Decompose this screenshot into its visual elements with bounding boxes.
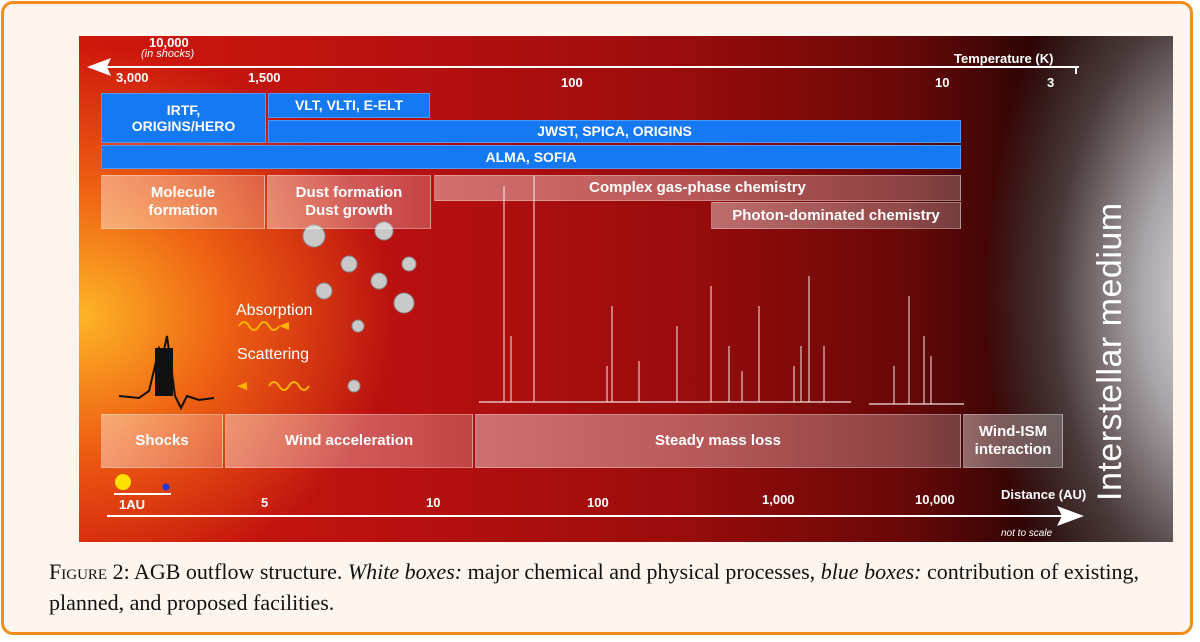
temperature-tick-1500: 1,500 xyxy=(248,70,281,85)
distance-axis-title: Distance (AU) xyxy=(1001,487,1087,502)
interstellar-medium-label: Interstellar medium xyxy=(1091,202,1129,501)
temperature-top-label: 10,000 xyxy=(149,36,189,50)
scattering-label: Scattering xyxy=(237,346,310,363)
caption-italic-1: White boxes: xyxy=(347,559,463,584)
figure-caption: Figure 2: AGB outflow structure. White b… xyxy=(49,556,1159,618)
process-wind-ism-interaction: Wind-ISM interaction xyxy=(963,414,1063,468)
spectrum-lines xyxy=(503,176,932,404)
facility-alma-sofia: ALMA, SOFIA xyxy=(101,145,961,169)
distance-tick-1000: 1,000 xyxy=(762,492,795,507)
process-wind-acceleration: Wind acceleration xyxy=(225,414,473,468)
facility-jwst-spica-origins: JWST, SPICA, ORIGINS xyxy=(268,120,961,143)
process-steady-mass-loss: Steady mass loss xyxy=(475,414,961,468)
agb-outflow-figure: 10,000 (in shocks) Temperature (K) 3,000… xyxy=(79,36,1173,542)
ism-glow xyxy=(963,36,1173,542)
temperature-top-sublabel: (in shocks) xyxy=(141,48,195,60)
scattering-wave xyxy=(268,381,310,391)
facility-vlt: VLT, VLTI, E-ELT xyxy=(268,93,430,118)
caption-text-2: major chemical and physical processes, xyxy=(462,559,821,584)
process-dust-formation-growth: Dust formation Dust growth xyxy=(267,175,431,229)
distance-tick-100: 100 xyxy=(587,495,609,510)
distance-arrow-head xyxy=(1057,506,1084,526)
scattering-arrow xyxy=(237,382,247,390)
distance-tick-10: 10 xyxy=(426,495,441,510)
caption-label: Figure 2: xyxy=(49,559,130,584)
distance-scale-label: 1AU xyxy=(119,497,146,512)
facility-irtf-origins-hero: IRTF, ORIGINS/HERO xyxy=(101,93,266,143)
shock-spike-fill xyxy=(155,348,173,396)
distance-tick-10000: 10,000 xyxy=(915,492,955,507)
process-molecule-formation: Molecule formation xyxy=(101,175,265,229)
temperature-tick-3000: 3,000 xyxy=(116,70,149,85)
distance-tick-5: 5 xyxy=(261,495,269,510)
temperature-axis-title: Temperature (K) xyxy=(954,51,1054,66)
process-complex-gas-phase-chemistry: Complex gas-phase chemistry xyxy=(434,175,961,201)
caption-italic-2: blue boxes: xyxy=(820,559,922,584)
absorption-wave xyxy=(238,321,280,331)
temperature-arrow-head xyxy=(87,58,111,76)
axes-svg xyxy=(87,58,1084,526)
temperature-tick-10: 10 xyxy=(935,75,950,90)
caption-text-1: AGB outflow structure. xyxy=(129,559,348,584)
absorption-label: Absorption xyxy=(236,302,313,319)
temperature-tick-100: 100 xyxy=(561,75,583,90)
process-photon-dominated-chemistry: Photon-dominated chemistry xyxy=(711,202,961,229)
sun-symbol xyxy=(115,474,131,490)
caption-text-3: contribution of existing, planned, and p… xyxy=(49,559,1140,615)
not-to-scale-note: not to scale xyxy=(1001,528,1053,539)
absorption-arrow xyxy=(279,322,289,330)
dust-grains xyxy=(302,221,417,393)
process-shocks: Shocks xyxy=(101,414,223,468)
temperature-tick-3: 3 xyxy=(1047,75,1055,90)
earth-symbol xyxy=(162,483,170,491)
shock-profile xyxy=(118,335,215,411)
